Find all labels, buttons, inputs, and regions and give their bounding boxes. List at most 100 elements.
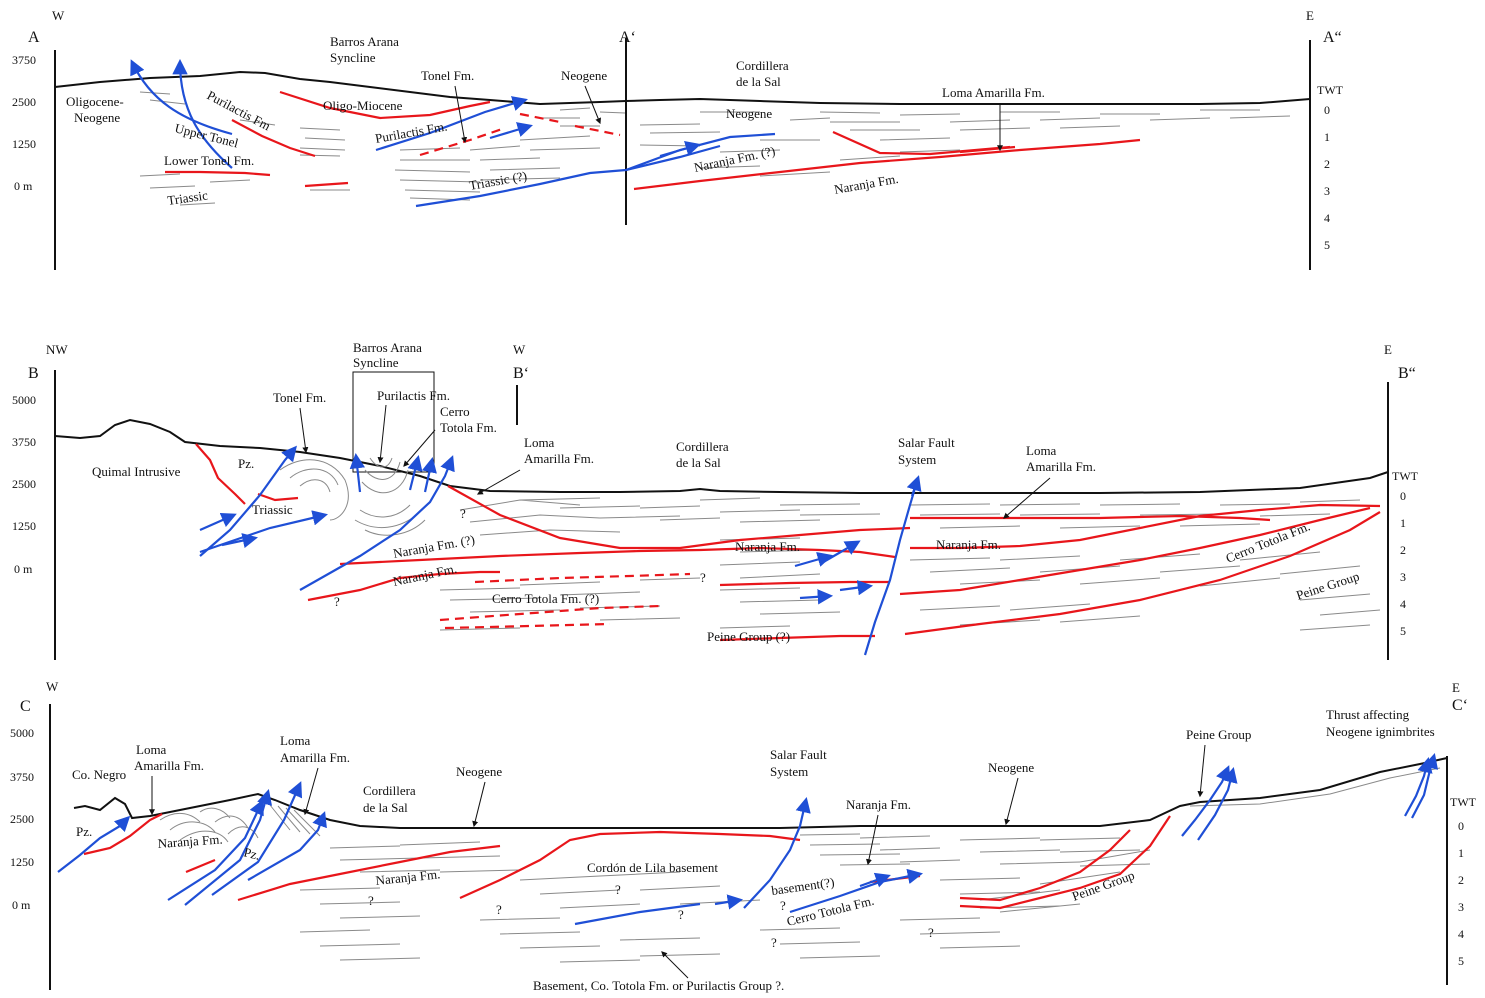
a-purilactis-2-label: Purilactis Fm. bbox=[374, 119, 448, 146]
a-dir-west: W bbox=[52, 8, 65, 23]
a-naranja-fault bbox=[625, 132, 776, 172]
b-loma-e-pointer bbox=[1003, 477, 1051, 519]
b-q-3: ? bbox=[334, 594, 340, 609]
c-neogene-1-label: Neogene bbox=[456, 764, 502, 779]
c-pz-1-label: Pz. bbox=[76, 824, 92, 839]
a-mid-label: A‘ bbox=[619, 29, 636, 46]
b-deep-thrust-1 bbox=[799, 589, 834, 605]
b-strata bbox=[279, 457, 1381, 631]
b-syncline-thrust-2 bbox=[407, 455, 423, 491]
b-naranja-q-label: Naranja Fm. (?) bbox=[392, 532, 476, 561]
c-thrust-4 bbox=[211, 781, 303, 896]
b-naranja-thrust-mid bbox=[794, 551, 833, 568]
a-start-label: A bbox=[28, 29, 40, 46]
section-a: W E A A‘ A“ 3750 2500 1250 0 m TWT 0 1 2… bbox=[12, 8, 1344, 270]
b-q-2: ? bbox=[700, 570, 706, 585]
b-naranja-thrust bbox=[299, 455, 455, 591]
a-oligocene-label-2: Neogene bbox=[74, 110, 120, 125]
b-naranja-mid-label: Naranja Fm. bbox=[735, 539, 800, 554]
c-question-mark: ? bbox=[496, 902, 502, 917]
a-triassic-label: Triassic bbox=[166, 187, 209, 208]
a-dir-east: E bbox=[1306, 8, 1314, 23]
b-naranja-e-label: Naranja Fm. bbox=[936, 537, 1001, 552]
a-barros-arana-label-2: Syncline bbox=[330, 50, 376, 65]
b-triassic-contact bbox=[257, 492, 299, 502]
c-naranja-2-label: Naranja Fm. bbox=[375, 866, 441, 888]
b-twt-tick: 0 bbox=[1400, 489, 1406, 503]
c-bottom-pointer bbox=[661, 951, 689, 979]
a-purilactis-base-horizon bbox=[279, 90, 491, 120]
b-peine-q-label: Peine Group (?) bbox=[707, 629, 790, 644]
b-loma-w-pointer bbox=[476, 469, 521, 495]
c-start-label: C bbox=[20, 698, 31, 715]
a-tonel-label: Tonel Fm. bbox=[421, 68, 474, 83]
c-twt-tick: 0 bbox=[1458, 819, 1464, 833]
a-tonel-pointer bbox=[454, 85, 468, 144]
b-salar-fault bbox=[863, 477, 920, 656]
c-strata bbox=[159, 804, 1151, 963]
a-neogene-top-label: Neogene bbox=[561, 68, 607, 83]
c-cordon-label: Cordón de Lila basement bbox=[587, 860, 718, 875]
a-naranja-q-label: Naranja Fm. (?) bbox=[693, 143, 777, 175]
c-twt-tick: 4 bbox=[1458, 927, 1464, 941]
b-peine-horizon bbox=[904, 511, 1381, 636]
b-twt-tick: 5 bbox=[1400, 624, 1406, 638]
c-neogene-2-label: Neogene bbox=[988, 760, 1034, 775]
b-q-1: ? bbox=[460, 506, 466, 521]
c-salar-label-1: Salar Fault bbox=[770, 747, 827, 762]
c-cordon-horizon bbox=[459, 830, 801, 900]
a-triassic-fault bbox=[415, 144, 721, 208]
c-twt-tick: 5 bbox=[1458, 954, 1464, 968]
b-syncline-thrust-3 bbox=[421, 456, 437, 493]
c-ignimbrite-thrust-2 bbox=[1411, 753, 1439, 819]
c-elev-tick: 1250 bbox=[10, 855, 34, 869]
b-twt-tick: 2 bbox=[1400, 543, 1406, 557]
b-syncline-box bbox=[352, 371, 435, 473]
b-thrust-arrow-3 bbox=[221, 533, 259, 549]
b-elev-tick: 1250 bbox=[12, 519, 36, 533]
c-cerro-totola-thrust bbox=[789, 868, 924, 914]
c-loma-2-pointer bbox=[303, 767, 319, 816]
c-loma-2-label-2: Amarilla Fm. bbox=[280, 750, 350, 765]
b-topography bbox=[54, 418, 1389, 494]
a-thrust-west bbox=[130, 59, 233, 136]
a-loma-amarilla-label: Loma Amarilla Fm. bbox=[942, 85, 1045, 100]
a-purilactis-label: Purilactis Fm bbox=[205, 87, 274, 133]
a-lower-tonel-label: Lower Tonel Fm. bbox=[164, 153, 254, 168]
c-loma-1-label-1: Loma bbox=[136, 742, 167, 757]
a-tonel-dashed-horizon-east bbox=[519, 112, 621, 137]
c-bottom-label: Basement, Co. Totola Fm. or Purilactis G… bbox=[533, 978, 784, 993]
c-cerro-totola-thrust-2 bbox=[859, 872, 891, 888]
section-b: NW W E B B‘ B“ 5000 3750 2500 1250 0 m T… bbox=[12, 340, 1419, 660]
c-cordon-fault bbox=[574, 902, 701, 926]
c-question-mark: ? bbox=[771, 935, 777, 950]
b-loma-w-label-1: Loma bbox=[524, 435, 555, 450]
b-naranja-horizon-east bbox=[910, 503, 1381, 550]
a-barros-arana-label-1: Barros Arana bbox=[330, 34, 399, 49]
a-oligo-miocene-label: Oligo-Miocene bbox=[323, 98, 403, 113]
b-salar-label-1: Salar Fault bbox=[898, 435, 955, 450]
c-thrust-label-2: Neogene ignimbrites bbox=[1326, 724, 1435, 739]
c-peine-top-pointer bbox=[1197, 744, 1206, 798]
c-question-mark: ? bbox=[780, 898, 786, 913]
a-twt-tick: 5 bbox=[1324, 238, 1330, 252]
c-loma-2-label-1: Loma bbox=[280, 733, 311, 748]
a-elev-tick: 0 m bbox=[14, 179, 33, 193]
b-loma-amarilla-horizon-west bbox=[447, 485, 911, 550]
c-loma-amarilla-horizon bbox=[237, 844, 501, 902]
c-naranja-3-pointer bbox=[866, 814, 879, 866]
a-end-label: A“ bbox=[1323, 29, 1342, 46]
c-twt-tick: 3 bbox=[1458, 900, 1464, 914]
c-peine-thrust-2 bbox=[1197, 767, 1238, 841]
c-ignimbrite-layer bbox=[1189, 767, 1441, 807]
b-naranja-horizon-deep bbox=[307, 570, 500, 602]
c-cordillera-label-1: Cordillera bbox=[363, 783, 416, 798]
a-naranja-horizon bbox=[633, 138, 1141, 191]
a-cordillera-label-1: Cordillera bbox=[736, 58, 789, 73]
a-twt-tick: 3 bbox=[1324, 184, 1330, 198]
b-purilactis-pointer bbox=[377, 404, 387, 464]
a-naranja-thrust-arrow bbox=[659, 141, 701, 158]
b-naranja-horizon-west bbox=[339, 546, 896, 566]
b-twt-tick: 4 bbox=[1400, 597, 1406, 611]
c-elev-tick: 2500 bbox=[10, 812, 34, 826]
